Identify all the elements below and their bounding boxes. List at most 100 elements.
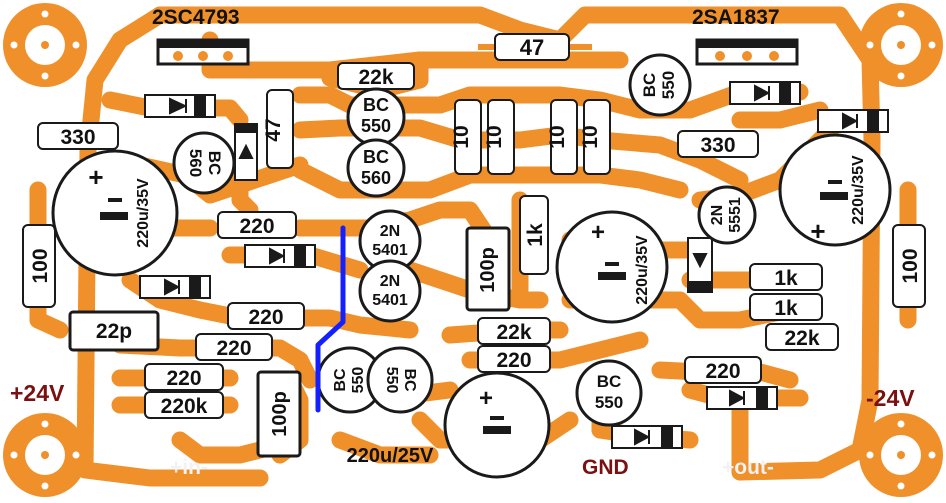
transistor-2n5551-body	[697, 185, 757, 245]
diode-vert-left	[234, 123, 258, 181]
resistor-22k-right-label: 22k	[784, 327, 819, 350]
resistor-10-d-label: 10	[579, 125, 602, 148]
resistor-22k-mid-label: 22k	[496, 321, 531, 344]
diode-top-right	[729, 81, 801, 105]
resistor-10-a-label: 10	[450, 125, 473, 148]
capacitor-bottom	[443, 371, 551, 479]
transistor-bc550-gnd-body	[575, 359, 643, 427]
resistor-220-c-label: 220	[216, 337, 251, 360]
diode-mid-left	[244, 244, 316, 268]
capacitor-22p-box	[68, 310, 160, 352]
resistor-10-c-label: 10	[546, 125, 569, 148]
resistor-330-right	[677, 130, 759, 158]
resistor-10-d	[583, 99, 611, 175]
transistor-bc550-low-b-body	[366, 346, 434, 414]
capacitor-bottom-value: 220u/25V	[347, 445, 434, 467]
power-transistor-right-label: 2SA1837	[692, 6, 780, 29]
transistor-2n5401-a-line1: 2N	[380, 223, 400, 240]
transistor-bc550-right-line2: 550	[659, 71, 678, 99]
resistor-1k-vert	[519, 195, 549, 275]
mounting-hole-bottom-left	[3, 413, 87, 497]
ceramic-capacitors	[68, 226, 511, 458]
mounting-hole-top-right	[859, 3, 943, 87]
polarity-plus-bottom: +	[479, 385, 493, 412]
transistor-bc560-left-line2: 560	[186, 149, 205, 177]
power-transistor-left-label: 2SC4793	[152, 6, 240, 29]
transistor-bc550-low-b-line2: 550	[383, 367, 400, 394]
ground-terminal-label: GND	[582, 456, 629, 479]
mounting-holes	[3, 3, 943, 497]
resistor-220-b	[227, 302, 305, 330]
polarity-plus-mid: +	[591, 219, 605, 246]
input-terminal-label: +in-	[170, 456, 208, 479]
capacitor-right-value: 220u/35V	[850, 155, 867, 225]
resistor-220-b-label: 220	[248, 306, 283, 329]
transistor-bc560-left-body	[172, 131, 236, 195]
diodes	[139, 81, 889, 449]
capacitor-left-value: 220u/35V	[135, 178, 152, 248]
power-transistor-right	[695, 38, 799, 66]
resistor-330-right-label: 330	[700, 134, 735, 157]
resistor-220-e-label: 220	[496, 349, 531, 372]
transistor-2n5401-b-line2: 5401	[372, 292, 408, 309]
resistor-1k-b-label: 1k	[774, 297, 798, 320]
resistor-100-left-label: 100	[29, 248, 52, 283]
diode-low-left	[139, 275, 211, 299]
resistor-22k-top-label: 22k	[358, 66, 393, 89]
diode-top-left	[144, 94, 216, 118]
capacitor-100p-mid-box	[465, 226, 511, 312]
resistor-1k-b	[749, 293, 823, 321]
resistor-10-c	[550, 99, 578, 175]
capacitor-22p-value: 22p	[96, 320, 132, 343]
transistor-bc550-low-a-line1: BC	[332, 368, 349, 392]
resistor-10-b	[487, 99, 515, 175]
supply-negative-label: -24V	[866, 385, 915, 411]
mounting-hole-top-left	[3, 3, 87, 87]
output-terminal-label: +out-	[722, 456, 774, 479]
capacitor-mid	[555, 210, 669, 324]
capacitor-100p-low-value: 100p	[269, 391, 291, 437]
resistor-220-f-label: 220	[705, 360, 740, 383]
resistor-220-a	[217, 211, 297, 239]
power-transistor-left	[156, 38, 250, 66]
transistor-bc560-top-body	[346, 138, 406, 198]
resistor-220-c	[195, 333, 273, 361]
transistor-bc550-right-body	[628, 53, 692, 117]
diode-gnd	[611, 425, 683, 449]
transistor-bc550-gnd-line2: 550	[595, 393, 623, 412]
resistors	[22, 33, 926, 419]
resistor-220-d	[144, 363, 224, 391]
resistor-220-d-label: 220	[166, 367, 201, 390]
transistor-bc550-right-line1: BC	[640, 73, 659, 98]
transistor-2n5551-line1: 2N	[709, 205, 726, 225]
transistor-bc550-top-line2: 550	[361, 116, 391, 136]
transistor-bc560-top-line1: BC	[363, 147, 389, 167]
diode-vert-right	[687, 237, 713, 293]
mounting-hole-bottom-right	[859, 413, 943, 497]
capacitor-mid-value: 220u/35V	[634, 235, 651, 305]
transistor-bc560-left-line1: BC	[205, 151, 224, 176]
supply-positive-label: +24V	[10, 380, 65, 406]
transistor-bc550-top-line1: BC	[363, 95, 389, 115]
resistor-100-right	[892, 224, 926, 308]
transistor-bc550-gnd-line1: BC	[597, 372, 622, 391]
resistor-1k-a-label: 1k	[774, 267, 798, 290]
resistor-220-e	[477, 345, 551, 373]
resistor-220-a-label: 220	[239, 215, 274, 238]
polarity-plus-right: +	[810, 216, 825, 246]
resistor-47-top	[478, 33, 592, 61]
resistor-47-vert	[266, 89, 294, 169]
capacitor-100p-low-box	[256, 370, 302, 458]
transistor-bc560-top-line2: 560	[361, 168, 391, 188]
resistor-22k-right	[765, 323, 839, 351]
jumper-wire	[315, 225, 346, 413]
component-labels: 47 22k 330 47 10 10 10 10 330 100 220 1k…	[29, 35, 922, 467]
transistor-2n5401-b-line1: 2N	[380, 273, 400, 290]
electrolytic-capacitors	[51, 133, 892, 479]
small-transistors	[172, 53, 757, 427]
resistor-330-left	[37, 122, 119, 150]
transistor-bc550-low-a-line2: 550	[350, 367, 367, 394]
capacitor-100p-mid-value: 100p	[477, 247, 499, 293]
resistor-220k-label: 220k	[161, 395, 208, 418]
